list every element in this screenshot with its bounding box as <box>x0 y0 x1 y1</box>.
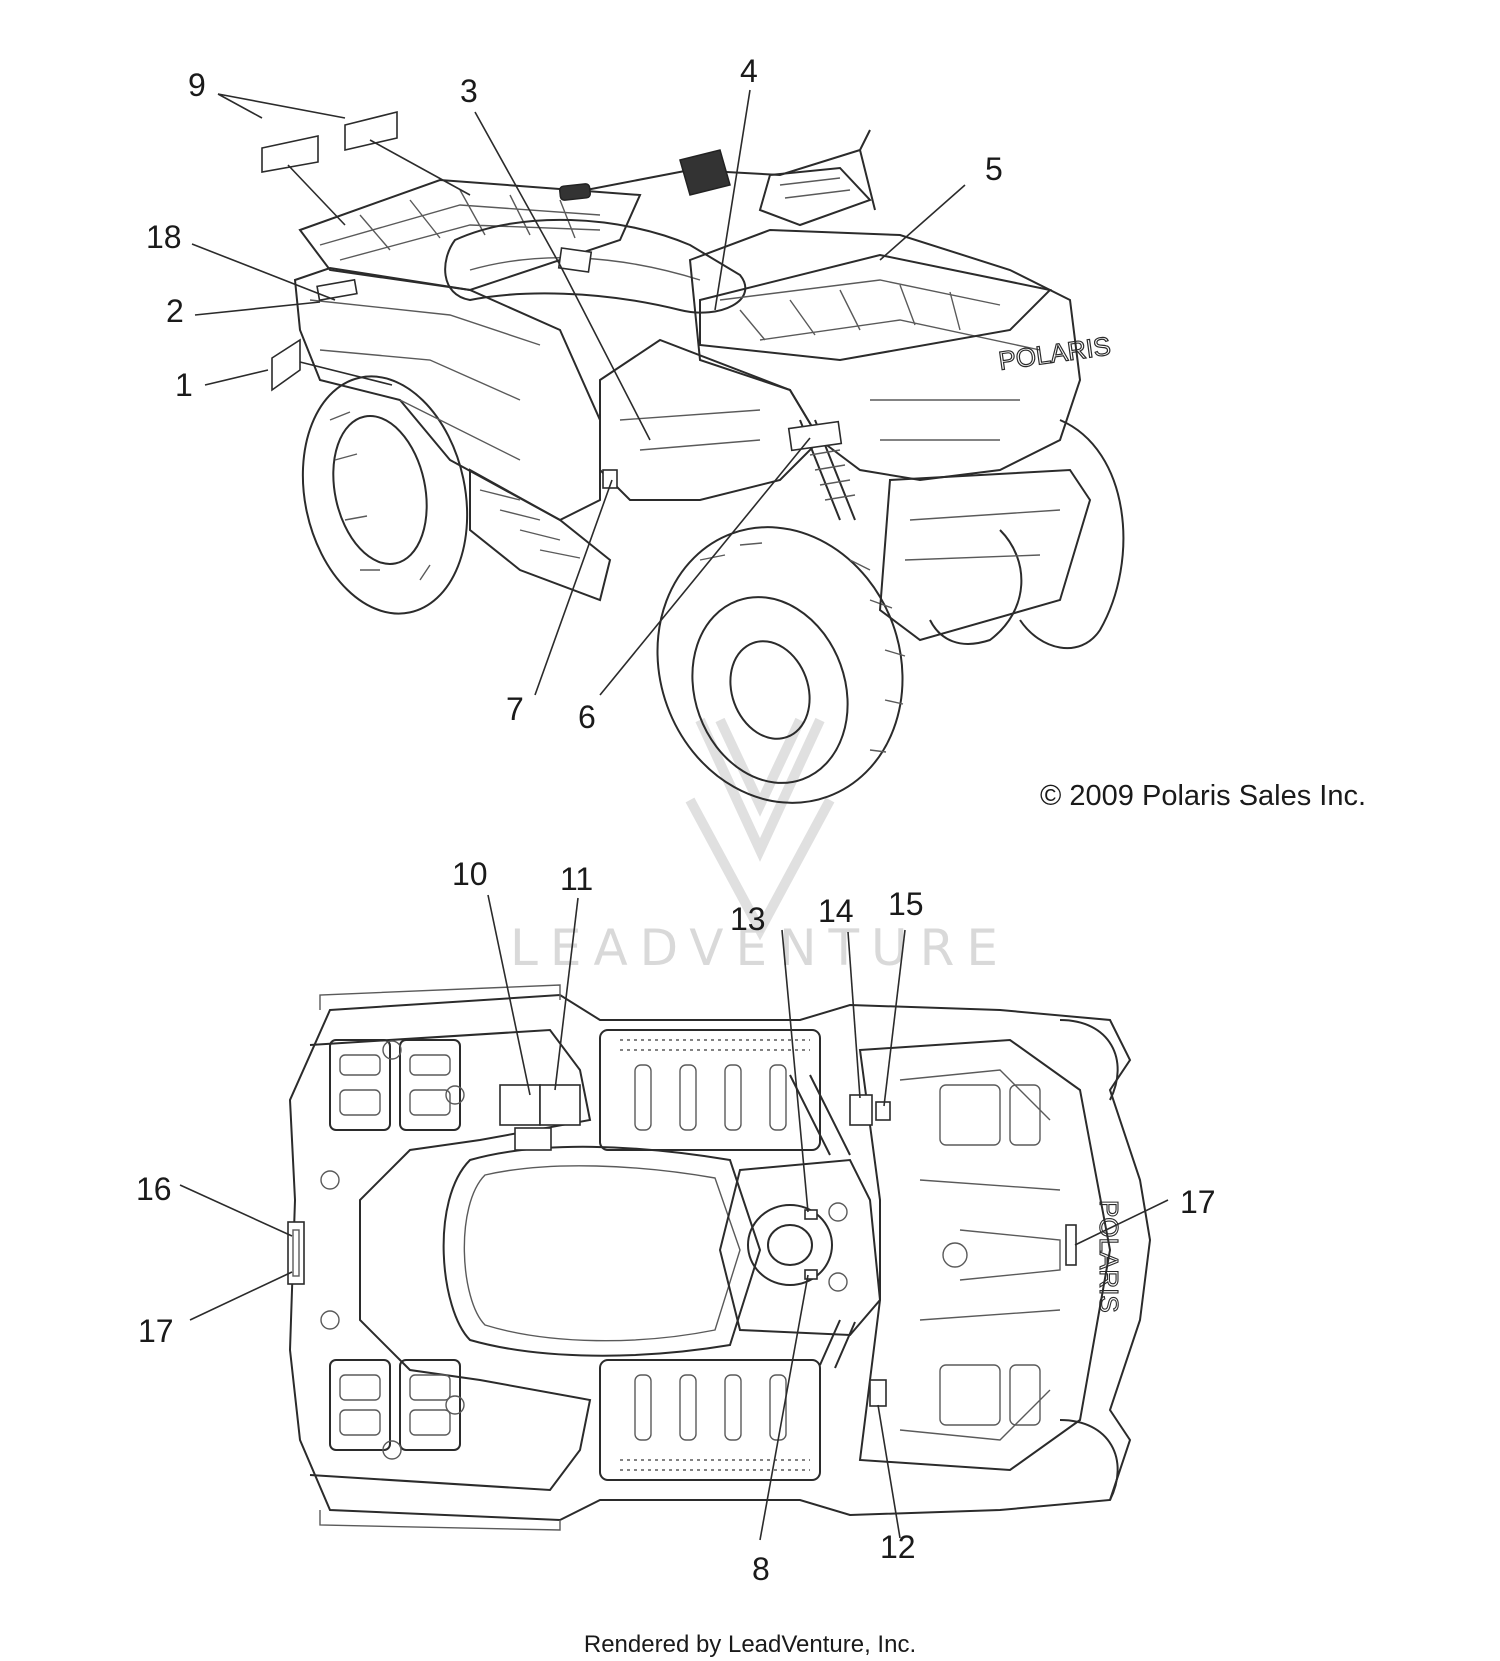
decal-2 <box>316 278 358 302</box>
callout-3: 3 <box>460 73 478 109</box>
top-leaders <box>191 89 966 696</box>
atv-side-view: POLARIS <box>293 129 1125 804</box>
decal-10b <box>514 1127 552 1151</box>
callout-4: 4 <box>740 53 758 89</box>
decal-14 <box>849 1094 873 1126</box>
decal-8 <box>804 1269 818 1280</box>
watermark-text: LEADVENTURE <box>510 919 1010 977</box>
callout-7: 7 <box>506 691 524 727</box>
svg-text:POLARIS: POLARIS <box>1094 1200 1124 1313</box>
callout-16: 16 <box>136 1171 172 1207</box>
decal-3 <box>557 247 593 273</box>
callout-2: 2 <box>166 293 184 329</box>
decal-9b <box>344 110 398 152</box>
decal-15 <box>875 1101 891 1121</box>
decal-13 <box>804 1209 818 1220</box>
decal-7 <box>602 469 618 489</box>
callout-8: 8 <box>752 1551 770 1587</box>
callout-11: 11 <box>560 861 593 897</box>
decal-9a <box>261 135 319 173</box>
svg-text:POLARIS: POLARIS <box>997 331 1113 376</box>
decal-17-front <box>1065 1224 1077 1266</box>
decal-10 <box>499 1084 541 1126</box>
callout-5: 5 <box>985 151 1003 187</box>
callout-17-right: 17 <box>1180 1184 1216 1220</box>
callout-10: 10 <box>452 856 488 892</box>
decal-11 <box>539 1084 581 1126</box>
callout-9: 9 <box>188 67 206 103</box>
atv-top-view: POLARIS <box>287 984 1152 1531</box>
callout-15: 15 <box>888 886 924 922</box>
loose-decals <box>261 110 398 392</box>
bottom-callouts: 10 11 13 14 15 16 17 17 8 12 <box>136 856 1216 1587</box>
callout-14: 14 <box>818 893 854 929</box>
bottom-leaders <box>179 894 1169 1541</box>
footer-credit: Rendered by LeadVenture, Inc. <box>584 1631 916 1658</box>
decal-6 <box>787 420 843 452</box>
callout-1: 1 <box>175 367 193 403</box>
callout-6: 6 <box>578 699 596 735</box>
decal-12 <box>869 1379 887 1407</box>
callout-12: 12 <box>880 1529 916 1565</box>
callout-18: 18 <box>146 219 182 255</box>
decal-16 <box>287 1221 305 1285</box>
callout-13: 13 <box>730 901 766 937</box>
callout-17-left: 17 <box>138 1313 174 1349</box>
watermark: LEADVENTURE <box>510 717 1010 977</box>
top-callouts: 9 3 4 5 18 2 1 7 6 <box>146 53 1003 735</box>
decal-1 <box>271 338 301 392</box>
copyright-notice: © 2009 Polaris Sales Inc. <box>1040 780 1366 812</box>
watermark-logo <box>685 717 835 941</box>
